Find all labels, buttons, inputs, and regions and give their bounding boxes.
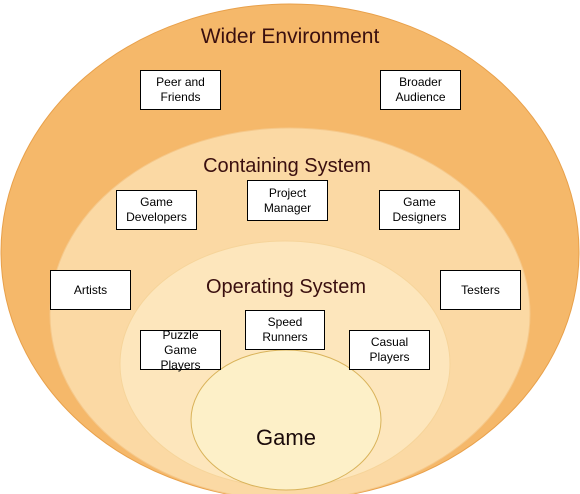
- puzzle-game-players-box: Puzzle Game Players: [140, 328, 221, 372]
- wider-environment-label: Wider Environment: [200, 25, 380, 48]
- project-manager-box: Project Manager: [247, 180, 328, 221]
- game-core-ring: [190, 349, 382, 491]
- artists-box: Artists: [50, 270, 131, 310]
- peer-and-friends-box: Peer and Friends: [140, 70, 221, 110]
- containing-system-label: Containing System: [203, 155, 371, 177]
- speed-runners-box: Speed Runners: [245, 310, 325, 350]
- game-label: Game: [256, 425, 316, 450]
- game-developers-box: Game Developers: [116, 190, 197, 230]
- testers-box: Testers: [440, 270, 521, 310]
- game-designers-box: Game Designers: [379, 190, 460, 230]
- broader-audience-box: Broader Audience: [380, 70, 461, 110]
- operating-system-label: Operating System: [205, 276, 367, 298]
- casual-players-box: Casual Players: [349, 330, 430, 370]
